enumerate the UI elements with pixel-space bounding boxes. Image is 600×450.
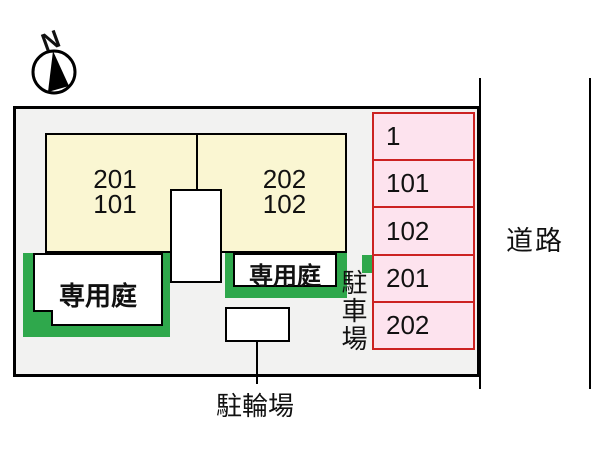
bicycle-parking-area bbox=[225, 307, 290, 342]
garden-left-label: 専用庭 bbox=[58, 281, 137, 311]
road-edge-line-right bbox=[589, 78, 591, 389]
unit-left-upper: 201 bbox=[93, 164, 137, 194]
parking-space: 102 bbox=[374, 208, 473, 256]
unit-left-label: 201 101 bbox=[45, 164, 185, 219]
entrance-stairwell bbox=[170, 189, 222, 283]
compass-icon bbox=[31, 49, 77, 95]
unit-right-label: 202 102 bbox=[222, 164, 347, 219]
garden-area-right bbox=[233, 253, 337, 287]
unit-divider-line bbox=[196, 133, 198, 191]
garden-left-notch bbox=[33, 310, 53, 326]
parking-lot: 1 101 102 201 202 bbox=[372, 112, 475, 350]
unit-left-lower: 101 bbox=[93, 189, 137, 219]
garden-right-label: 専用庭 bbox=[249, 263, 321, 290]
parking-space: 202 bbox=[374, 302, 473, 349]
parking-space: 201 bbox=[374, 255, 473, 303]
road-label: 道路 bbox=[506, 226, 564, 256]
parking-lot-label: 駐車場 bbox=[338, 269, 368, 353]
unit-right-lower: 102 bbox=[262, 189, 307, 219]
unit-right-upper: 202 bbox=[262, 164, 307, 194]
parking-space: 101 bbox=[374, 161, 473, 209]
green-planting-chip bbox=[362, 255, 372, 273]
parking-space: 1 bbox=[374, 114, 473, 162]
road-edge-line-left bbox=[479, 78, 481, 389]
bicycle-leader-line bbox=[256, 322, 258, 384]
garden-area-left bbox=[33, 253, 163, 326]
bicycle-parking-label: 駐輪場 bbox=[215, 391, 294, 421]
